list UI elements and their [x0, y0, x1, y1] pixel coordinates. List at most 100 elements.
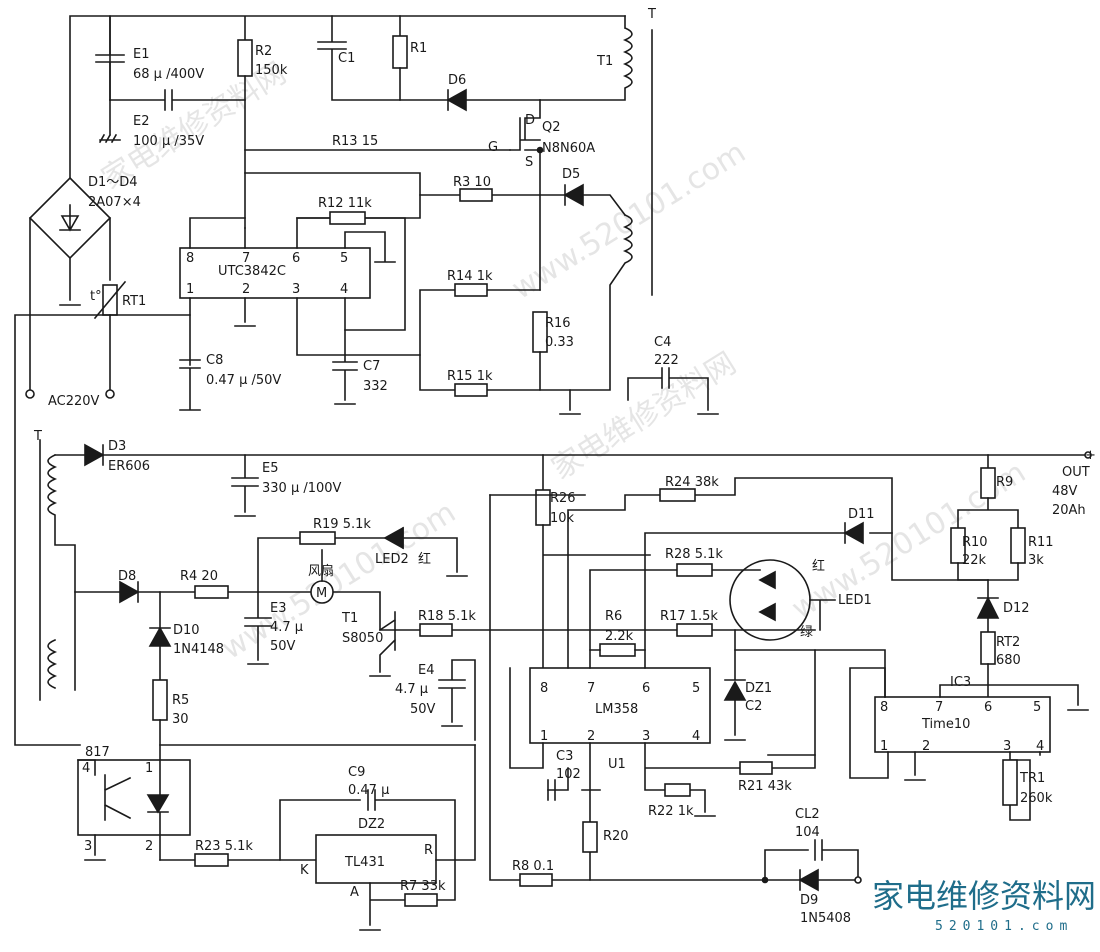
- label-opto-817: 817: [85, 745, 110, 760]
- label-ic3: IC3: [950, 675, 971, 690]
- label-r1: R1: [410, 41, 427, 56]
- label-e4: E4: [418, 663, 435, 678]
- label-r11-value: 3k: [1028, 553, 1044, 568]
- label-e3-value1: 4.7 μ: [270, 620, 303, 635]
- logo-title: 家电维修资料网: [872, 877, 1096, 915]
- tl431-pin-r: R: [424, 843, 433, 858]
- label-led2: LED2: [375, 552, 409, 567]
- label-fan-motor: M: [316, 586, 327, 601]
- label-cl2-value: 104: [795, 825, 820, 840]
- label-r20: R20: [603, 829, 629, 844]
- label-r23: R23 5.1k: [195, 839, 253, 854]
- label-rt2: RT2: [996, 635, 1020, 650]
- label-e5: E5: [262, 461, 279, 476]
- label-d6: D6: [448, 73, 466, 88]
- label-out-voltage: 48V: [1052, 484, 1078, 499]
- label-lm358: LM358: [595, 702, 638, 717]
- label-t1-value: S8050: [342, 631, 383, 646]
- site-logo: 家电维修资料网 520101.com: [872, 877, 1096, 934]
- label-rt2-value: 680: [996, 653, 1021, 668]
- label-r15: R15 1k: [447, 369, 493, 384]
- primary-circuit: [14, 15, 719, 746]
- lm358-pin-4: 4: [692, 729, 700, 744]
- secondary-labels: T D3 ER606 E5 330 μ /100V OUT 48V 20Ah +…: [33, 429, 1096, 926]
- label-pin-g: G: [488, 140, 498, 155]
- tl431-pin-k: K: [300, 863, 309, 878]
- label-c8-value: 0.47 μ /50V: [206, 373, 281, 388]
- label-dz1: DZ1: [745, 681, 772, 696]
- label-r10: R10: [962, 535, 988, 550]
- label-r16: R16: [545, 316, 571, 331]
- label-c7: C7: [363, 359, 380, 374]
- label-bridge-value: 2A07×4: [88, 195, 141, 210]
- label-led1: LED1: [838, 593, 872, 608]
- label-c3-value: 102: [556, 767, 581, 782]
- label-r10-value: 22k: [962, 553, 987, 568]
- label-r4: R4 20: [180, 569, 218, 584]
- label-d12: D12: [1003, 601, 1030, 616]
- pin-3: 3: [292, 282, 300, 297]
- label-tl431: TL431: [344, 855, 385, 870]
- label-pin-s: S: [525, 155, 533, 170]
- tl431-pin-a: A: [350, 885, 359, 900]
- label-r2-value: 150k: [255, 63, 288, 78]
- label-led1-red: 红: [812, 558, 825, 574]
- label-r17: R17 1.5k: [660, 609, 718, 624]
- label-r9: R9: [996, 475, 1013, 490]
- label-d9-value: 1N5408: [800, 911, 851, 926]
- label-r21: R21 43k: [738, 779, 792, 794]
- label-fan: 风扇: [308, 563, 334, 579]
- label-e1: E1: [133, 47, 150, 62]
- label-tr1-value: 260k: [1020, 791, 1053, 806]
- label-e4-value1: 4.7 μ: [395, 682, 428, 697]
- label-d10-value: 1N4148: [173, 642, 224, 657]
- label-r8: R8 0.1: [512, 859, 554, 874]
- label-c4-value: 222: [654, 353, 679, 368]
- label-r14: R14 1k: [447, 269, 493, 284]
- label-r2: R2: [255, 44, 272, 59]
- label-out: OUT: [1062, 465, 1090, 480]
- label-d3-value: ER606: [108, 459, 150, 474]
- lm358-pin-2: 2: [587, 729, 595, 744]
- label-d10: D10: [173, 623, 200, 638]
- label-rt1-temp: t°: [90, 289, 102, 304]
- label-q2-value: N8N60A: [542, 141, 595, 156]
- label-rt1: RT1: [122, 294, 146, 309]
- pin-2: 2: [242, 282, 250, 297]
- label-r11: R11: [1028, 535, 1054, 550]
- label-d9: D9: [800, 893, 818, 908]
- opto-pin-4: 4: [82, 761, 90, 776]
- label-r22: R22 1k: [648, 804, 694, 819]
- label-c2: C2: [745, 699, 762, 714]
- pin-7: 7: [242, 251, 250, 266]
- label-r5: R5: [172, 693, 189, 708]
- label-u1: U1: [608, 757, 626, 772]
- label-r12: R12 11k: [318, 196, 372, 211]
- label-r18: R18 5.1k: [418, 609, 476, 624]
- lm358-pin-6: 6: [642, 681, 650, 696]
- label-time10: Time10: [921, 717, 970, 732]
- label-dz2: DZ2: [358, 817, 385, 832]
- ic3-pin-8: 8: [880, 700, 888, 715]
- lm358-pin-1: 1: [540, 729, 548, 744]
- lm358-pin-8: 8: [540, 681, 548, 696]
- ic3-pin-2: 2: [922, 739, 930, 754]
- ic3-pin-1: 1: [880, 739, 888, 754]
- label-e2: E2: [133, 114, 150, 129]
- label-r13: R13 15: [332, 134, 378, 149]
- label-c8: C8: [206, 353, 223, 368]
- ic3-pin-6: 6: [984, 700, 992, 715]
- ic3-pin-7: 7: [935, 700, 943, 715]
- label-e1-value: 68 μ /400V: [133, 67, 204, 82]
- pin-8: 8: [186, 251, 194, 266]
- secondary-circuit: [39, 439, 1092, 931]
- label-pin-d: D: [525, 113, 535, 128]
- lm358-pin-7: 7: [587, 681, 595, 696]
- label-t1-transistor: T1: [341, 611, 358, 626]
- pin-6: 6: [292, 251, 300, 266]
- label-e4-value2: 50V: [410, 702, 436, 717]
- logo-url: 520101.com: [935, 919, 1073, 934]
- ic3-pin-4: 4: [1036, 739, 1044, 754]
- label-c4: C4: [654, 335, 671, 350]
- label-e3-value2: 50V: [270, 639, 296, 654]
